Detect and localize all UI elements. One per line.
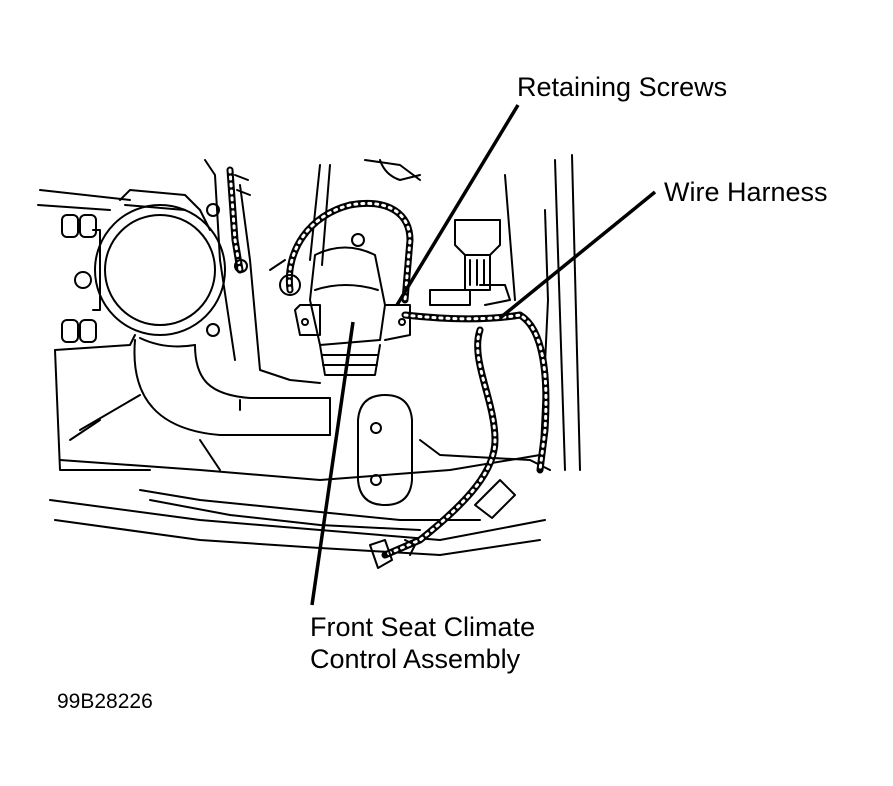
seat-crossbars	[49, 439, 551, 556]
callout-leaders	[310, 104, 657, 606]
wire-harness-cable	[226, 166, 550, 559]
seat-frame	[37, 154, 581, 471]
blower-housing	[61, 189, 226, 343]
label-retaining-screws: Retaining Screws	[517, 72, 728, 102]
label-wire-harness: Wire Harness	[664, 177, 828, 207]
leader-assembly	[310, 321, 355, 606]
leader-wire-harness	[498, 190, 657, 320]
label-assembly-line2: Control Assembly	[310, 644, 521, 674]
climate-control-assembly	[294, 233, 411, 376]
label-assembly-line1: Front Seat Climate	[310, 612, 536, 642]
rear-bracket	[357, 159, 421, 506]
leader-retaining-screws	[395, 104, 520, 306]
figure-code: 99B28226	[57, 690, 153, 713]
harness-connector	[234, 174, 516, 569]
harness-ribs	[228, 168, 548, 557]
air-duct	[133, 337, 331, 436]
